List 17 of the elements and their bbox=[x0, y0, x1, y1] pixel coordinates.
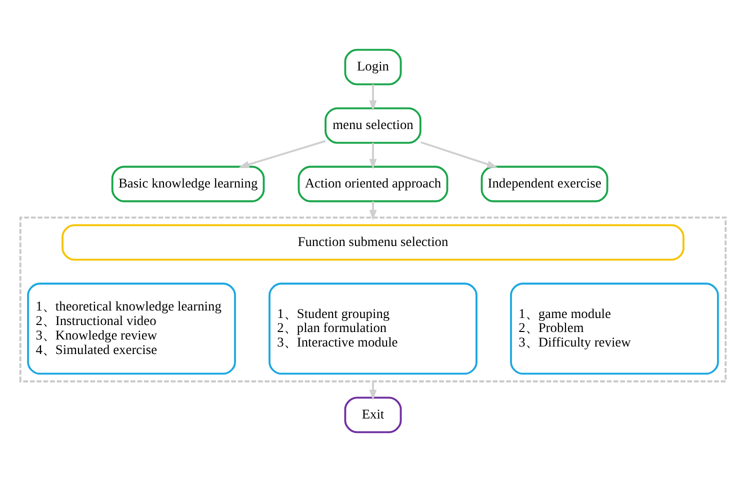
node-box: Login bbox=[344, 48, 402, 86]
node-box: 1、theoretical knowledge learning 2、Instructional video 3、Knowledge review 4、Simulated exercise bbox=[27, 282, 236, 375]
arrow bbox=[369, 201, 377, 220]
arrow bbox=[369, 381, 377, 400]
node-box: Basic knowledge learning bbox=[111, 166, 265, 202]
node-box: Action oriented approach bbox=[298, 166, 448, 202]
node-box: Function submenu selection bbox=[62, 224, 684, 261]
node-box: 1、game module 2、Problem 3、Difficulty review bbox=[510, 282, 719, 375]
arrow bbox=[369, 84, 377, 111]
node-box: Independent exercise bbox=[480, 166, 608, 202]
arrow bbox=[420, 141, 498, 168]
cluster bbox=[19, 216, 727, 382]
arrow bbox=[369, 142, 377, 170]
node-box: Exit bbox=[344, 396, 402, 434]
arrow bbox=[238, 140, 326, 168]
node-box: 1、Student grouping 2、plan formulation 3、Interactive module bbox=[268, 282, 478, 375]
node-box: menu selection bbox=[324, 107, 422, 144]
